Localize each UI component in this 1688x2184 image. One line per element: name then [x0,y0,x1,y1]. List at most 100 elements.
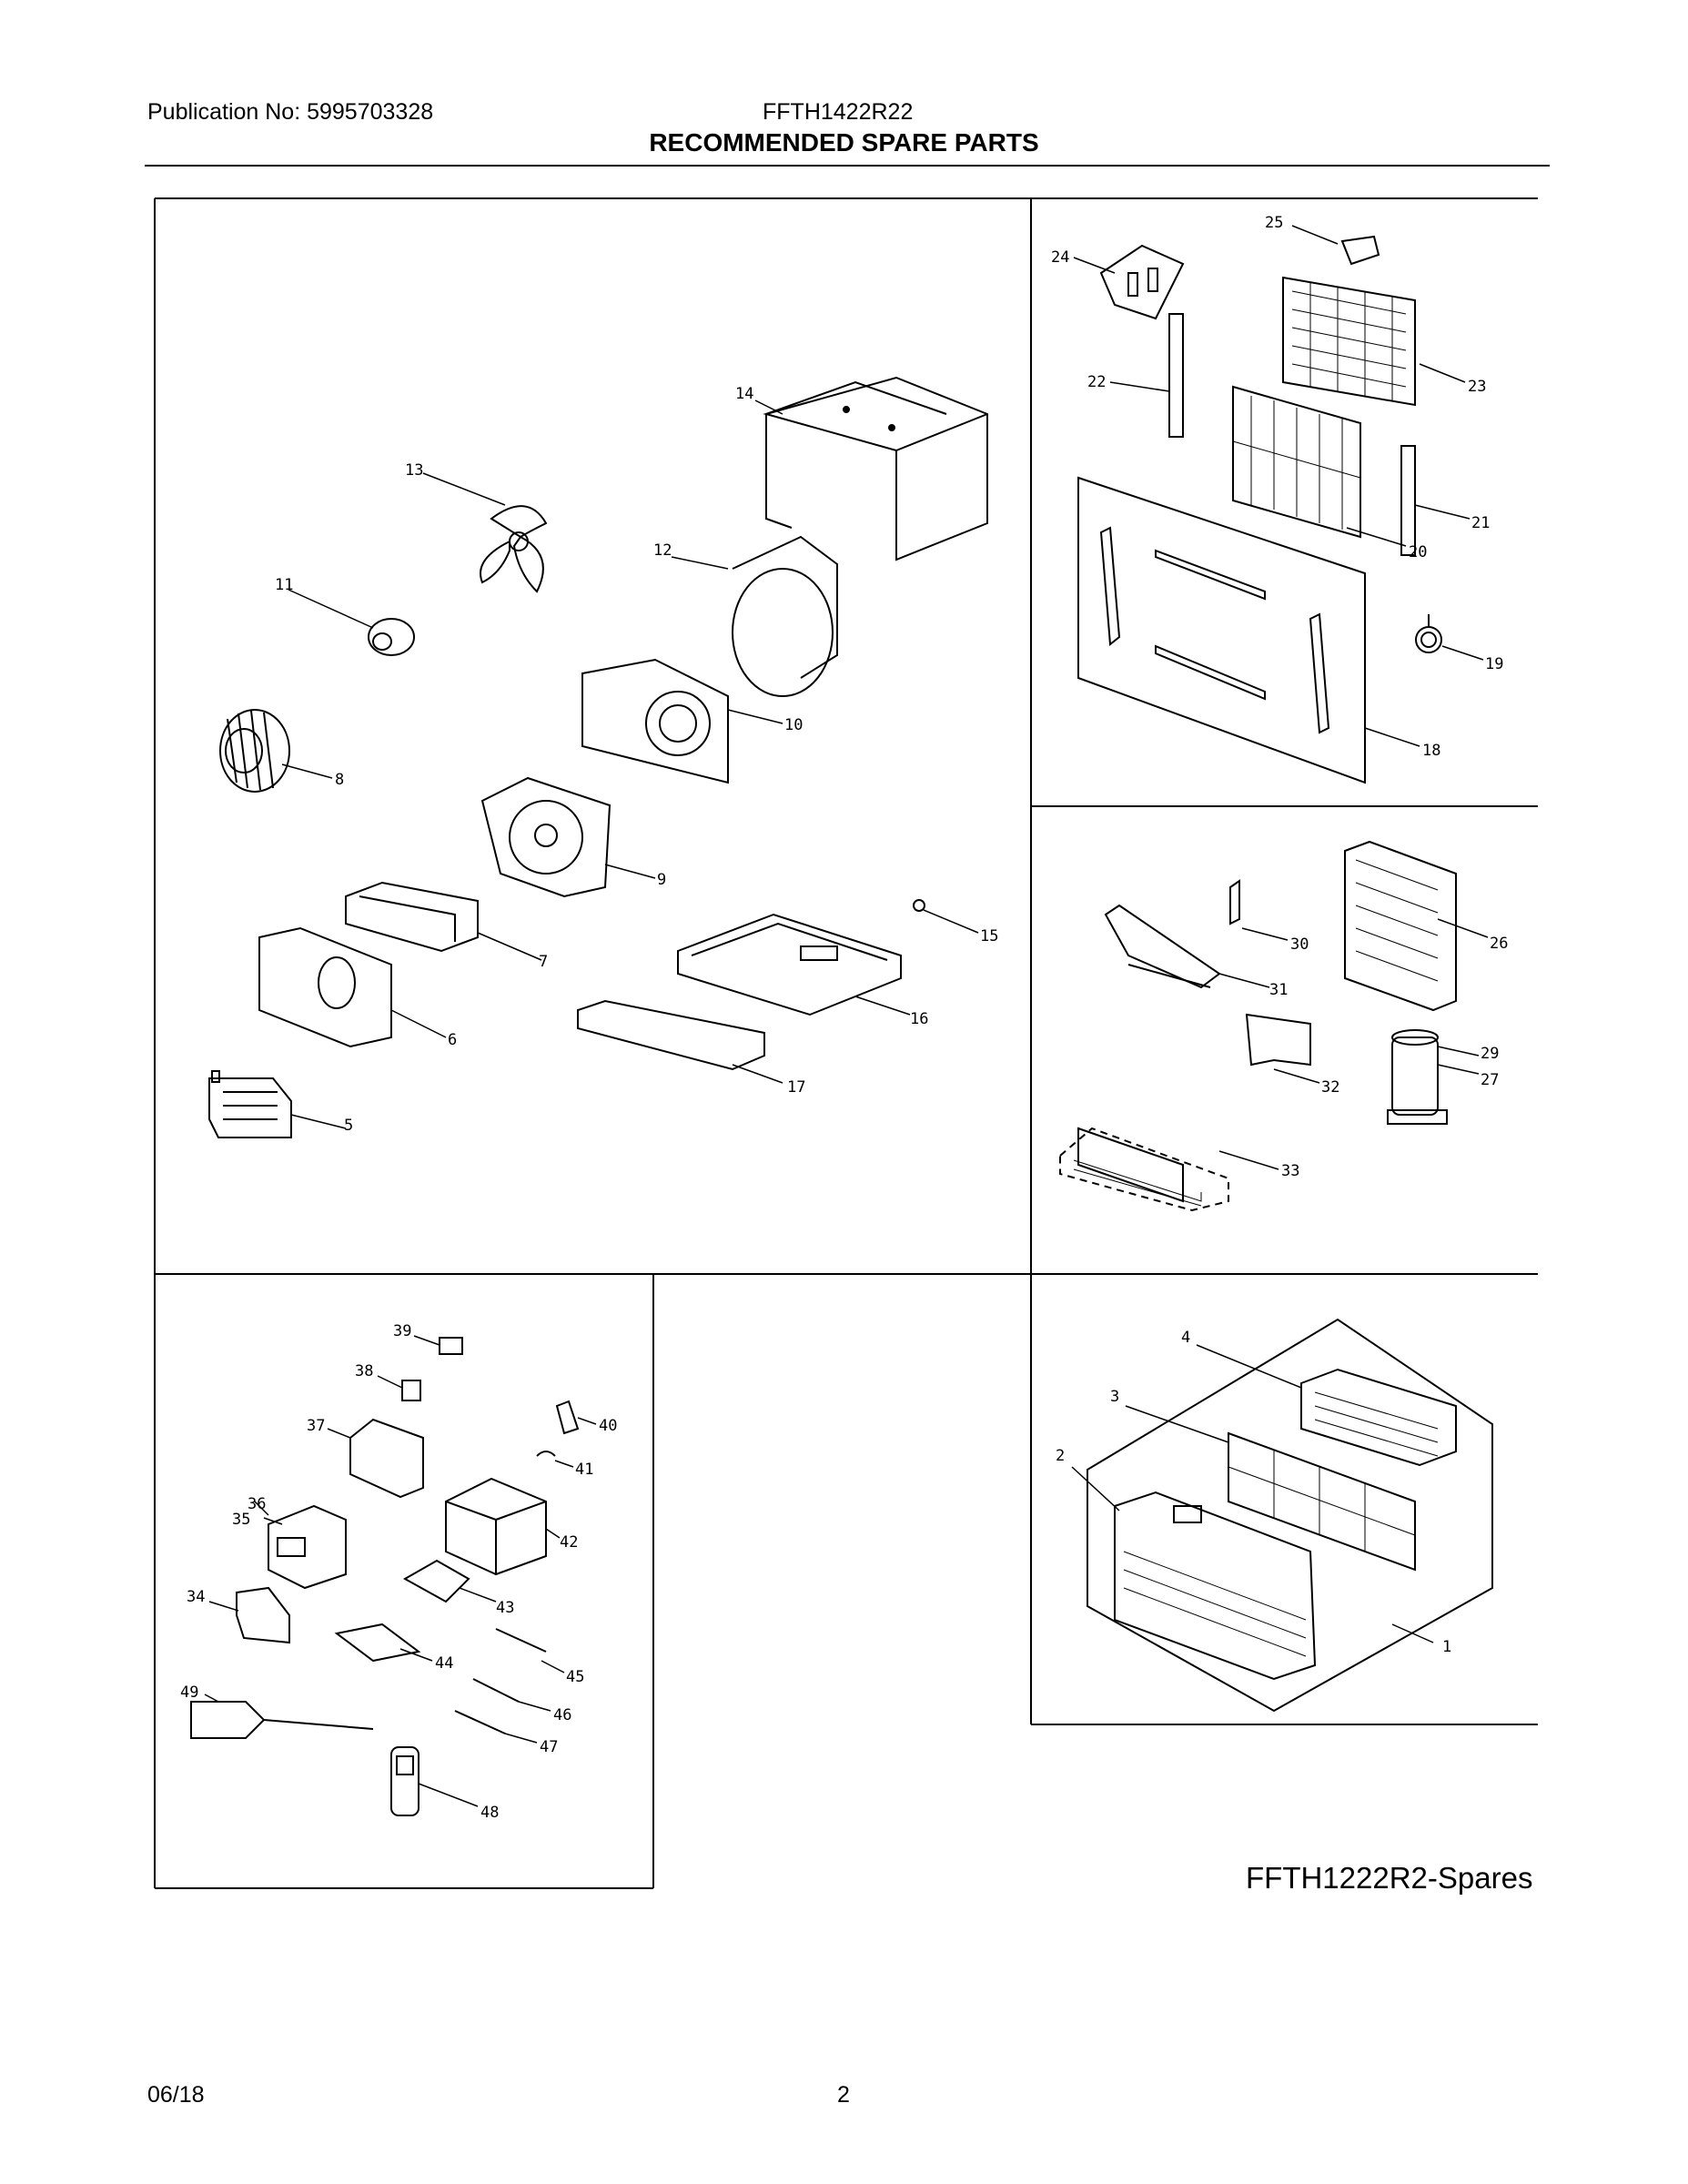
part-42-electrical-box [445,1477,547,1576]
part-1-front-assembly-box [1087,1318,1493,1713]
callout-45: 45 [566,1668,584,1686]
callout-13: 13 [405,461,423,480]
front-leaders [1073,225,1484,747]
part-44-bezel [334,1623,421,1663]
part-19-spring [1415,614,1442,653]
callout-44: 44 [435,1654,453,1673]
control-parts [190,1337,580,1816]
part-6-partition [258,926,392,1048]
part-39-switch [439,1337,463,1355]
callout-41: 41 [575,1461,593,1479]
part-37-control-box [349,1418,424,1499]
callout-40: 40 [599,1417,617,1435]
part-27-compressor [1387,1029,1448,1125]
part-34-display-board [236,1586,290,1644]
part-15-screw [913,899,925,912]
callout-37: 37 [307,1417,325,1435]
part-9-scroll-housing [480,776,612,898]
callout-21: 21 [1471,514,1490,532]
callout-11: 11 [275,576,293,594]
part-11-motor [368,618,415,656]
part-18-install-kit [1077,476,1366,784]
callout-35: 35 [232,1511,250,1529]
part-31-tubing [1104,904,1221,989]
callout-9: 9 [657,871,666,889]
callout-8: 8 [335,771,344,789]
callout-14: 14 [735,385,753,403]
part-14-cabinet [763,376,988,561]
callout-42: 42 [560,1533,578,1552]
sealed-system-parts [1059,840,1457,1212]
callout-10: 10 [784,716,803,734]
part-10-bracket [581,658,729,784]
callout-4: 4 [1181,1329,1190,1347]
part-36-control-board [268,1504,347,1590]
part-23-mesh-filter [1282,276,1416,407]
callout-26: 26 [1490,935,1508,953]
part-13-fan-blade [480,505,548,593]
callout-15: 15 [980,927,998,945]
callout-5: 5 [344,1117,353,1135]
part-16-base-pan [677,913,902,1016]
part-40-fuse [555,1400,580,1435]
callout-19: 19 [1485,655,1503,673]
callout-20: 20 [1409,543,1427,561]
callout-22: 22 [1087,373,1106,391]
part-17-drain-pan [577,999,765,1071]
control-leaders [204,1335,597,1807]
part-45-thermistor [495,1628,547,1653]
callout-7: 7 [539,953,548,971]
callout-36: 36 [248,1495,266,1513]
callout-39: 39 [393,1322,411,1340]
part-2-front-panel [1114,1491,1317,1681]
part-24-pad [1099,244,1185,320]
part-25-knobs [1340,235,1380,266]
model-number: FFTH1422R22 [763,99,914,125]
part-46-thermistor [472,1678,520,1703]
chassis-leaders [281,399,979,1129]
callout-38: 38 [355,1362,373,1380]
callout-32: 32 [1321,1078,1339,1097]
part-26-condenser [1344,840,1457,1012]
callout-17: 17 [787,1078,805,1097]
part-49-power-cord [190,1701,374,1739]
part-30-valve [1229,879,1240,925]
callout-49: 49 [180,1684,198,1702]
part-20-grille [1232,385,1361,539]
callout-3: 3 [1110,1388,1119,1406]
part-33-evaporator [1059,1127,1229,1212]
page-number: 2 [837,2082,850,2108]
callout-48: 48 [480,1804,499,1822]
callout-24: 24 [1051,248,1069,267]
front-cover-leaders [1071,1344,1434,1643]
header-rule [145,165,1550,167]
front-parts [1077,235,1442,784]
part-21-side-strip [1400,445,1416,556]
callout-30: 30 [1290,935,1309,954]
part-7-duct [345,881,479,953]
callout-43: 43 [496,1599,514,1617]
sealed-leaders [1218,918,1489,1170]
part-8-blower-wheel [219,709,290,793]
part-43-sensor-board [402,1559,470,1603]
part-22-side-strip [1168,313,1184,438]
callout-2: 2 [1056,1447,1065,1465]
chassis-parts [208,376,988,1138]
part-5-control-bracket [208,1070,292,1138]
publication-number: Publication No: 5995703328 [147,99,434,125]
part-4-louver [1300,1368,1457,1467]
callout-16: 16 [910,1010,928,1028]
callout-46: 46 [553,1706,571,1724]
part-38-relay [401,1380,421,1401]
part-47-thermistor [454,1710,506,1734]
callout-12: 12 [653,541,672,560]
callout-34: 34 [187,1588,205,1606]
callout-29: 29 [1481,1045,1499,1063]
callout-23: 23 [1468,378,1486,396]
callout-labels: 1 2 3 4 5 6 7 8 9 10 11 12 13 14 15 16 1… [180,214,1508,1822]
publication-date: 06/18 [147,2082,205,2108]
front-cover-parts [1087,1318,1493,1713]
callout-47: 47 [540,1738,558,1756]
part-41-clip [536,1451,556,1457]
